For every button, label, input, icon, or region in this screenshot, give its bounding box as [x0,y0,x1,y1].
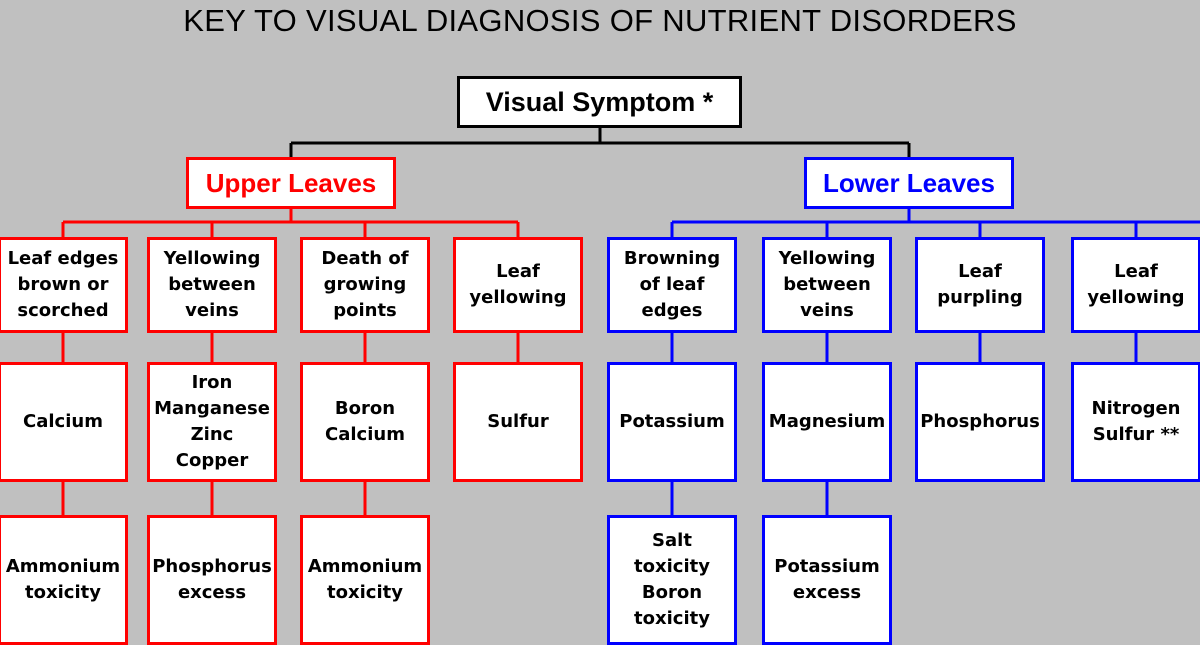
lower-secondary-cause-box: Salt toxicity Boron toxicity [607,515,737,645]
diagram-title: KEY TO VISUAL DIAGNOSIS OF NUTRIENT DISO… [183,3,1017,38]
lower-cause-box: Nitrogen Sulfur ** [1071,362,1200,482]
lower-symptom-box: Leaf purpling [915,237,1045,333]
lower-cause-box: Potassium [607,362,737,482]
upper-symptom-box: Yellowing between veins [147,237,277,333]
upper-cause-box: Iron Manganese Zinc Copper [147,362,277,482]
root-node-visual-symptom: Visual Symptom * [457,76,742,128]
connector-lines [61,128,1200,515]
lower-cause-box: Phosphorus [915,362,1045,482]
branch-lower-leaves: Lower Leaves [804,157,1014,209]
upper-symptom-box: Leaf edges brown or scorched [0,237,128,333]
upper-secondary-cause-box: Ammonium toxicity [300,515,430,645]
upper-cause-box: Boron Calcium [300,362,430,482]
lower-symptom-box: Yellowing between veins [762,237,892,333]
branch-upper-leaves: Upper Leaves [186,157,396,209]
lower-cause-box: Magnesium [762,362,892,482]
upper-cause-box: Sulfur [453,362,583,482]
upper-symptom-box: Leaf yellowing [453,237,583,333]
upper-secondary-cause-box: Phosphorus excess [147,515,277,645]
lower-symptom-box: Leaf yellowing [1071,237,1200,333]
lower-secondary-cause-box: Potassium excess [762,515,892,645]
upper-symptom-box: Death of growing points [300,237,430,333]
upper-cause-box: Calcium [0,362,128,482]
upper-secondary-cause-box: Ammonium toxicity [0,515,128,645]
lower-symptom-box: Browning of leaf edges [607,237,737,333]
